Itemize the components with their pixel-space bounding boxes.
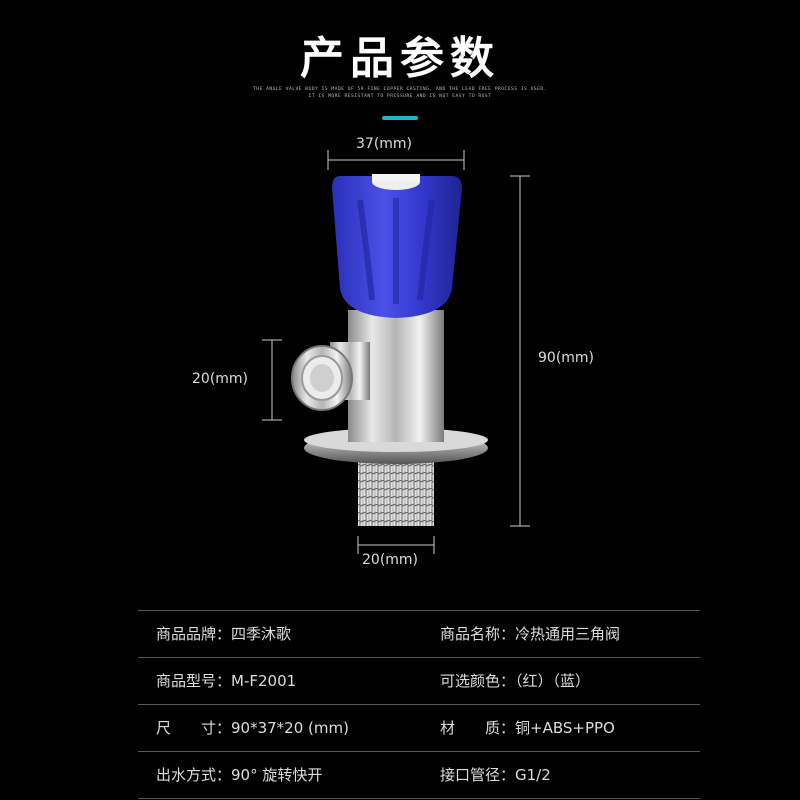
spec-colors: 可选颜色：（红）（蓝） [440, 672, 591, 690]
angle-valve-image [291, 174, 488, 526]
subtitle-line-2: IT IS MORE RESISTANT TO PRESSURE AND IS … [308, 94, 492, 99]
spec-size: 尺 寸：90*37*20 (mm) [156, 719, 349, 737]
spec-table: 商品品牌：四季沐歌 商品名称：冷热通用三角阀 商品型号：M-F2001 可选颜色… [138, 610, 700, 799]
dimension-side-outlet [262, 339, 282, 421]
dimension-bottom-width [357, 536, 435, 554]
subtitle-line-1: THE ANGLE VALVE BODY IS MADE OF 59 FINE … [253, 87, 547, 92]
spec-material: 材 质：铜+ABS+PPO [440, 719, 615, 737]
dimension-top-width [327, 150, 465, 170]
spec-pipe-diameter: 接口管径：G1/2 [440, 766, 551, 784]
spec-row: 商品型号：M-F2001 可选颜色：（红）（蓝） [138, 658, 700, 705]
spec-brand: 商品品牌：四季沐歌 [156, 625, 292, 643]
page-title: 产品参数 [300, 33, 500, 84]
dimension-label-total-height: 90(mm) [538, 350, 595, 366]
dimension-total-height [510, 175, 530, 527]
spec-row: 出水方式：90° 旋转快开 接口管径：G1/2 [138, 752, 700, 799]
dimension-label-side-outlet: 20(mm) [192, 371, 249, 387]
spec-model: 商品型号：M-F2001 [156, 672, 297, 690]
spec-outlet-mode: 出水方式：90° 旋转快开 [156, 766, 323, 784]
dimension-label-top-width: 37(mm) [356, 136, 413, 152]
spec-row: 商品品牌：四季沐歌 商品名称：冷热通用三角阀 [138, 610, 700, 658]
dimension-label-bottom-width: 20(mm) [362, 552, 419, 568]
subtitle: THE ANGLE VALVE BODY IS MADE OF 59 FINE … [0, 86, 800, 100]
product-diagram [262, 150, 530, 554]
accent-bar [382, 116, 418, 120]
spec-row: 尺 寸：90*37*20 (mm) 材 质：铜+ABS+PPO [138, 705, 700, 752]
spec-product-name: 商品名称：冷热通用三角阀 [440, 625, 621, 643]
